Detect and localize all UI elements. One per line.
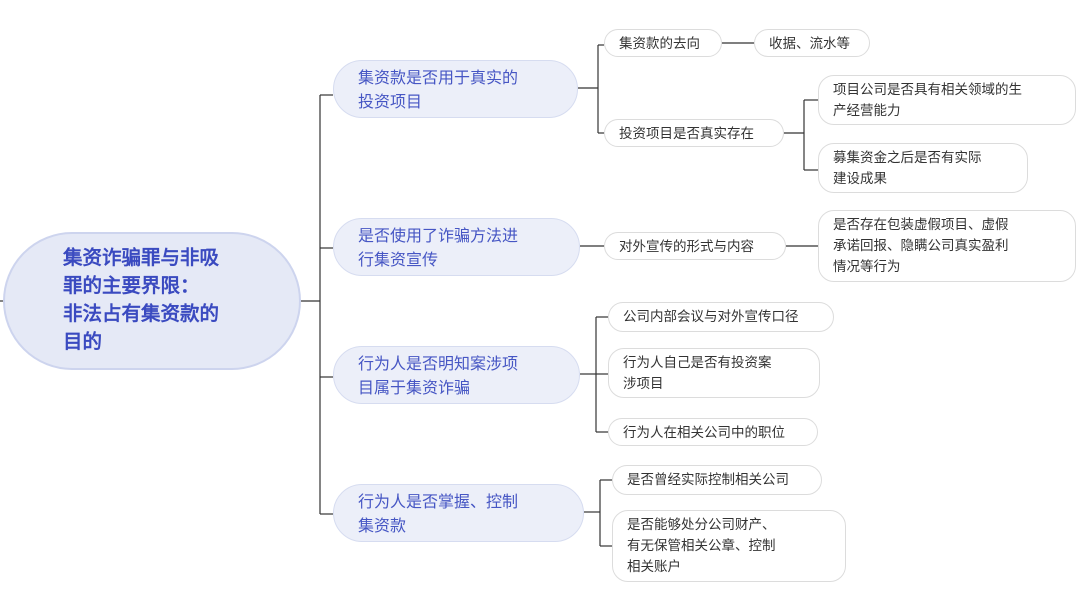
branch-control-funds[interactable]: 行为人是否掌握、控制 集资款 [333, 484, 584, 542]
leaf-fund-destination[interactable]: 集资款的去向 [604, 29, 722, 57]
leaf-line: 是否存在包装虚假项目、虚假 [833, 217, 1009, 233]
branch-line: 行为人是否掌握、控制 [358, 492, 519, 511]
leaf-position[interactable]: 行为人在相关公司中的职位 [608, 418, 818, 446]
branch-line: 投资项目 [358, 92, 423, 111]
leaf-line: 是否能够处分公司财产、 [627, 517, 776, 533]
leaf-own-investment[interactable]: 行为人自己是否有投资案 涉项目 [608, 348, 820, 398]
branch-line: 目属于集资诈骗 [358, 378, 471, 397]
leaf-line: 涉项目 [623, 376, 664, 392]
leaf-line: 建设成果 [833, 171, 887, 187]
leaf-line: 行为人在相关公司中的职位 [623, 425, 785, 441]
leaf-line: 是否曾经实际控制相关公司 [627, 472, 789, 488]
leaf-line: 产经营能力 [833, 103, 901, 119]
leaf-production-capacity[interactable]: 项目公司是否具有相关领域的生 产经营能力 [818, 75, 1076, 125]
branch-line: 集资款是否用于真实的 [358, 68, 519, 87]
root-line-1: 集资诈骗罪与非吸 [63, 246, 220, 269]
leaf-publicity-form[interactable]: 对外宣传的形式与内容 [604, 232, 786, 260]
leaf-line: 收据、流水等 [769, 36, 850, 52]
branch-fraud-method[interactable]: 是否使用了诈骗方法进 行集资宣传 [333, 218, 580, 276]
branch-knowledge[interactable]: 行为人是否明知案涉项 目属于集资诈骗 [333, 346, 580, 404]
leaf-internal-meetings[interactable]: 公司内部会议与对外宣传口径 [608, 302, 834, 332]
leaf-receipts[interactable]: 收据、流水等 [754, 29, 870, 57]
leaf-construction-results[interactable]: 募集资金之后是否有实际 建设成果 [818, 143, 1028, 193]
leaf-line: 相关账户 [627, 559, 681, 575]
branch-line: 行集资宣传 [358, 250, 439, 269]
leaf-false-project[interactable]: 是否存在包装虚假项目、虚假 承诺回报、隐瞒公司真实盈利 情况等行为 [818, 210, 1076, 282]
leaf-line: 情况等行为 [833, 259, 901, 275]
leaf-line: 集资款的去向 [619, 36, 700, 52]
root-line-2: 罪的主要界限： [63, 274, 200, 297]
leaf-dispose-property[interactable]: 是否能够处分公司财产、 有无保管相关公章、控制 相关账户 [612, 510, 846, 582]
leaf-actual-control[interactable]: 是否曾经实际控制相关公司 [612, 465, 822, 495]
root-line-4: 目的 [63, 330, 103, 353]
leaf-line: 有无保管相关公章、控制 [627, 538, 776, 554]
leaf-line: 行为人自己是否有投资案 [623, 355, 772, 371]
branch-real-investment[interactable]: 集资款是否用于真实的 投资项目 [333, 60, 578, 118]
root-line-3: 非法占有集资款的 [63, 302, 220, 325]
branch-line: 行为人是否明知案涉项 [358, 354, 519, 373]
leaf-line: 项目公司是否具有相关领域的生 [833, 82, 1022, 98]
leaf-line: 公司内部会议与对外宣传口径 [623, 309, 799, 325]
branch-line: 集资款 [358, 516, 407, 535]
leaf-line: 募集资金之后是否有实际 [833, 150, 982, 166]
branch-line: 是否使用了诈骗方法进 [358, 226, 519, 245]
leaf-line: 承诺回报、隐瞒公司真实盈利 [833, 238, 1009, 254]
leaf-line: 对外宣传的形式与内容 [619, 239, 754, 255]
root-topic[interactable]: 集资诈骗罪与非吸 罪的主要界限： 非法占有集资款的 目的 [3, 232, 301, 370]
leaf-project-exists[interactable]: 投资项目是否真实存在 [604, 119, 784, 147]
leaf-line: 投资项目是否真实存在 [619, 126, 754, 142]
